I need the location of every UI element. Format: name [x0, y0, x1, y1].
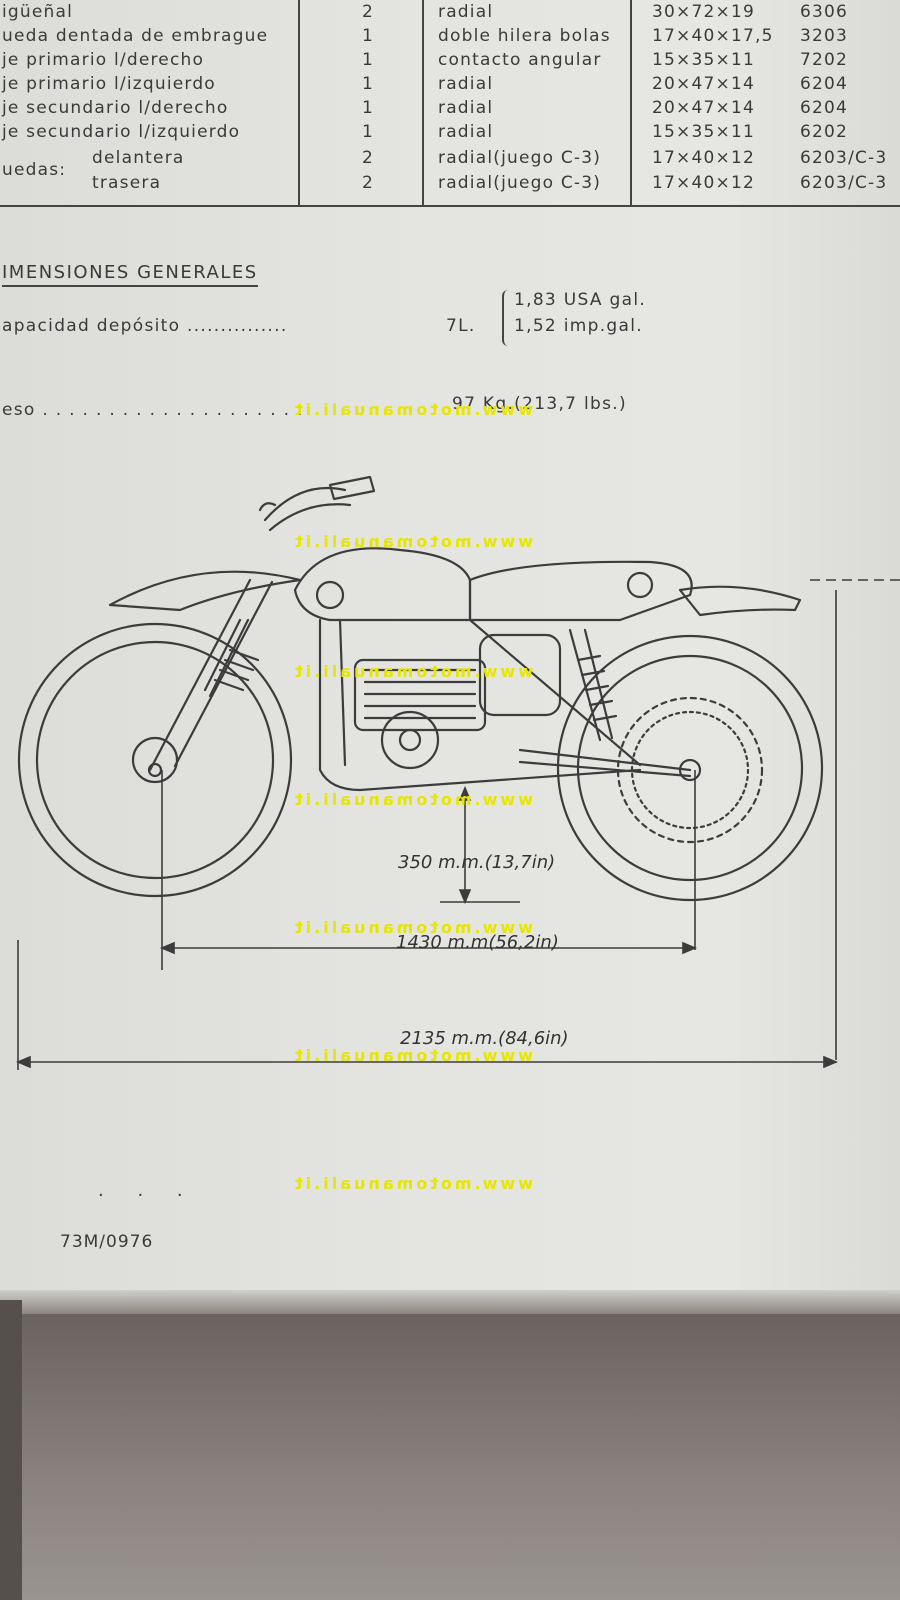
table-row: je primario l/izquierdo 1 radial 20×47×1…: [0, 74, 900, 98]
row-type: radial(juego C-3): [438, 173, 602, 193]
frame: [318, 618, 642, 792]
rear-shock: [568, 628, 618, 742]
watermark: www.motomanuali.it: [292, 532, 533, 551]
row-code: 6203/C-3: [800, 173, 888, 193]
table-row: delantera 2 radial(juego C-3) 17×40×12 6…: [0, 148, 900, 172]
overall-length-line: [15, 590, 839, 1070]
row-code: 6306: [800, 2, 849, 22]
row-code: 6204: [800, 98, 849, 118]
rear-wheel: [556, 634, 824, 902]
table-row: igüeñal 2 radial 30×72×19 6306: [0, 2, 900, 26]
handlebar: [258, 475, 376, 532]
row-name: je primario l/izquierdo: [2, 74, 216, 94]
row-sub: delantera: [92, 148, 185, 168]
watermark: www.motomanuali.it: [292, 918, 533, 937]
row-size: 17×40×17,5: [652, 26, 774, 46]
seat: [468, 560, 693, 622]
row-type: doble hilera bolas: [438, 26, 611, 46]
row-name: ueda dentada de embrague: [2, 26, 269, 46]
capacity-usa: 1,83 USA gal.: [514, 290, 647, 310]
row-type: radial: [438, 2, 494, 22]
row-size: 15×35×11: [652, 50, 755, 70]
row-code: 3203: [800, 26, 849, 46]
row-size: 15×35×11: [652, 122, 755, 142]
front-fork: [148, 578, 274, 772]
capacity-imp: 1,52 imp.gal.: [514, 316, 643, 336]
manual-page: igüeñal 2 radial 30×72×19 6306 ueda dent…: [0, 0, 900, 1302]
fuel-tank: [293, 547, 472, 622]
ground-clearance-line: [440, 785, 520, 905]
table-row: trasera 2 radial(juego C-3) 17×40×12 620…: [0, 173, 900, 197]
bearing-table: igüeñal 2 radial 30×72×19 6306 ueda dent…: [0, 0, 900, 210]
watermark: www.motomanuali.it: [292, 1046, 533, 1065]
row-qty: 1: [362, 122, 375, 142]
row-size: 17×40×12: [652, 148, 755, 168]
row-size: 20×47×14: [652, 74, 755, 94]
row-qty: 1: [362, 74, 375, 94]
watermark: www.motomanuali.it: [292, 662, 533, 681]
row-qty: 2: [362, 2, 375, 22]
row-qty: 1: [362, 26, 375, 46]
ground-clearance-label: 350 m.m.(13,7in): [398, 852, 556, 873]
watermark: www.motomanuali.it: [292, 790, 533, 809]
document-code: 73M/0976: [60, 1232, 154, 1252]
table-row-label: uedas:: [0, 160, 900, 184]
capacity-label: apacidad depósito ...............: [2, 316, 288, 336]
table-row: je secundario l/izquierdo 1 radial 15×35…: [0, 122, 900, 146]
table-row: ueda dentada de embrague 1 doble hilera …: [0, 26, 900, 50]
capacity-value: 7L.: [446, 316, 476, 336]
swingarm: [518, 748, 692, 778]
brace: [502, 290, 512, 346]
row-type: radial: [438, 98, 494, 118]
row-name: uedas:: [2, 160, 67, 180]
row-name: je primario l/derecho: [2, 50, 205, 70]
wheelbase-line: [159, 770, 698, 970]
row-code: 6202: [800, 122, 849, 142]
front-fender: [108, 570, 302, 612]
row-qty: 2: [362, 148, 375, 168]
table-bottom-rule: [0, 205, 900, 207]
row-code: 7202: [800, 50, 849, 70]
motorcycle-diagram: [15, 475, 900, 1070]
weight-value: 97 Kg.(213,7 lbs.): [452, 394, 627, 414]
table-divider: [298, 0, 300, 205]
row-type: radial(juego C-3): [438, 148, 602, 168]
row-type: radial: [438, 122, 494, 142]
engine: [353, 633, 562, 770]
row-code: 6204: [800, 74, 849, 94]
row-qty: 1: [362, 98, 375, 118]
weight-label: eso . . . . . . . . . . . . . . . . . . …: [2, 400, 304, 420]
front-wheel: [17, 622, 293, 898]
row-code: 6203/C-3: [800, 148, 888, 168]
row-name: igüeñal: [2, 2, 74, 22]
binding-spine: [0, 1300, 22, 1600]
overall-length-label: 2135 m.m.(84,6in): [400, 1028, 569, 1049]
page-edge: [0, 1290, 900, 1314]
table-row: je primario l/derecho 1 contacto angular…: [0, 50, 900, 74]
dots: . . .: [98, 1180, 197, 1201]
row-name: je secundario l/izquierdo: [2, 122, 241, 142]
watermark: www.motomanuali.it: [292, 400, 533, 419]
row-size: 20×47×14: [652, 98, 755, 118]
section-heading: IMENSIONES GENERALES: [2, 262, 258, 287]
background-surface: [0, 1314, 900, 1600]
row-qty: 1: [362, 50, 375, 70]
rear-fender: [678, 585, 802, 617]
row-name: je secundario l/derecho: [2, 98, 229, 118]
row-type: radial: [438, 74, 494, 94]
wheelbase-label: 1430 m.m(56,2in): [396, 932, 559, 953]
watermark: www.motomanuali.it: [292, 1174, 533, 1193]
row-size: 17×40×12: [652, 173, 755, 193]
table-divider: [422, 0, 424, 205]
table-divider: [630, 0, 632, 205]
row-size: 30×72×19: [652, 2, 755, 22]
row-type: contacto angular: [438, 50, 602, 70]
row-qty: 2: [362, 173, 375, 193]
table-row: je secundario l/derecho 1 radial 20×47×1…: [0, 98, 900, 122]
row-sub: trasera: [92, 173, 162, 193]
